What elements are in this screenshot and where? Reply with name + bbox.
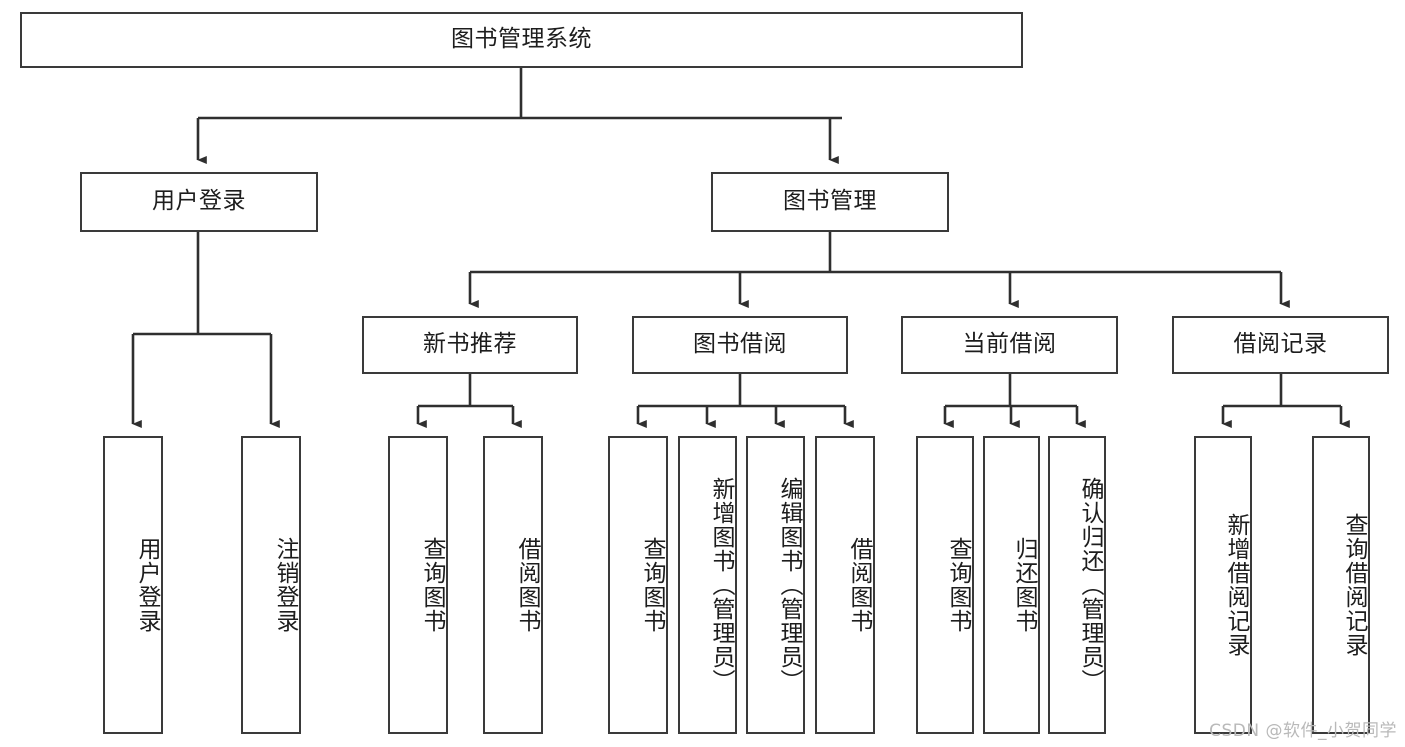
node-leaf-confirm-return-label: 确认归还（管理员） xyxy=(1077,477,1103,693)
node-leaf-add-record-label: 新增借阅记录 xyxy=(1223,513,1249,657)
node-current-borrow-label: 当前借阅 xyxy=(962,331,1057,358)
node-leaf-add-book[interactable]: 新增图书（管理员） xyxy=(678,436,737,734)
node-leaf-borrow-book-1-label: 借阅图书 xyxy=(514,537,540,633)
node-leaf-borrow-book-2-label: 借阅图书 xyxy=(846,537,872,633)
watermark-text: CSDN @软件_小贺同学 xyxy=(1209,721,1397,741)
node-borrow-record[interactable]: 借阅记录 xyxy=(1172,316,1389,374)
node-leaf-user-login-label: 用户登录 xyxy=(134,537,160,633)
node-book-manage-label: 图书管理 xyxy=(783,188,877,215)
node-leaf-borrow-book-2[interactable]: 借阅图书 xyxy=(815,436,875,734)
node-leaf-return-book[interactable]: 归还图书 xyxy=(983,436,1040,734)
node-current-borrow[interactable]: 当前借阅 xyxy=(901,316,1118,374)
node-leaf-query-book-1[interactable]: 查询图书 xyxy=(388,436,448,734)
node-root-label: 图书管理系统 xyxy=(451,26,592,53)
node-book-borrow[interactable]: 图书借阅 xyxy=(632,316,848,374)
node-leaf-query-record-label: 查询借阅记录 xyxy=(1341,513,1367,657)
node-leaf-add-book-label: 新增图书（管理员） xyxy=(708,477,734,693)
node-leaf-edit-book-label: 编辑图书（管理员） xyxy=(776,477,802,693)
node-borrow-record-label: 借阅记录 xyxy=(1233,331,1328,358)
node-leaf-query-book-1-label: 查询图书 xyxy=(419,537,445,633)
node-leaf-query-record[interactable]: 查询借阅记录 xyxy=(1312,436,1370,734)
node-leaf-query-book-2-label: 查询图书 xyxy=(639,537,665,633)
node-book-borrow-label: 图书借阅 xyxy=(693,331,787,358)
node-leaf-borrow-book-1[interactable]: 借阅图书 xyxy=(483,436,543,734)
node-leaf-query-book-3[interactable]: 查询图书 xyxy=(916,436,974,734)
node-leaf-query-book-3-label: 查询图书 xyxy=(945,537,971,633)
node-new-book-rec[interactable]: 新书推荐 xyxy=(362,316,578,374)
node-leaf-edit-book[interactable]: 编辑图书（管理员） xyxy=(746,436,805,734)
node-leaf-user-login[interactable]: 用户登录 xyxy=(103,436,163,734)
node-leaf-user-logout-label: 注销登录 xyxy=(272,537,298,633)
node-root[interactable]: 图书管理系统 xyxy=(20,12,1023,68)
node-leaf-add-record[interactable]: 新增借阅记录 xyxy=(1194,436,1252,734)
node-leaf-query-book-2[interactable]: 查询图书 xyxy=(608,436,668,734)
node-user-login-label: 用户登录 xyxy=(152,188,246,215)
node-leaf-return-book-label: 归还图书 xyxy=(1011,537,1037,633)
node-leaf-user-logout[interactable]: 注销登录 xyxy=(241,436,301,734)
node-new-book-rec-label: 新书推荐 xyxy=(423,331,517,358)
node-user-login[interactable]: 用户登录 xyxy=(80,172,318,232)
node-book-manage[interactable]: 图书管理 xyxy=(711,172,949,232)
node-leaf-confirm-return[interactable]: 确认归还（管理员） xyxy=(1048,436,1106,734)
